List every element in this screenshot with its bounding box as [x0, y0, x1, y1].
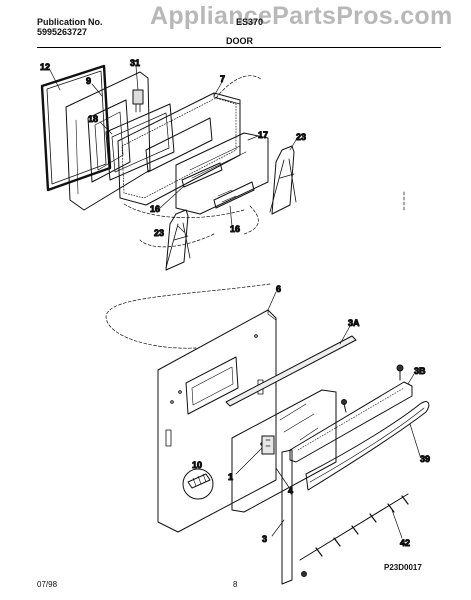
glass-shield	[175, 132, 269, 215]
callout-16-left: 16	[150, 204, 160, 214]
model-number: ES370	[236, 17, 264, 27]
callout-1: 1	[228, 472, 233, 482]
callout-31: 31	[130, 58, 140, 68]
callout-18: 18	[88, 114, 98, 124]
door-hinge-left	[165, 209, 191, 271]
door-gasket	[40, 64, 112, 192]
door-hinge-right	[269, 145, 297, 215]
header-rule	[37, 47, 441, 48]
section-title: DOOR	[226, 36, 253, 46]
callout-3: 3	[262, 534, 267, 544]
door-glass	[231, 389, 337, 513]
callout-42: 42	[400, 538, 410, 548]
glass-channel-upper	[181, 162, 223, 188]
callout-17: 17	[258, 130, 268, 140]
door-clip	[132, 89, 144, 113]
callout-39: 39	[420, 454, 430, 464]
screw-small	[396, 364, 404, 381]
screw-side	[341, 399, 347, 413]
leader-lines	[49, 65, 421, 539]
watermark: AppliancePartsPros.com	[150, 2, 453, 30]
callout-9: 9	[86, 76, 91, 86]
callout-4: 4	[288, 486, 293, 496]
assembly-guide-lines	[105, 75, 405, 349]
side-trim-strip	[281, 449, 293, 585]
callout-3B: 3B	[414, 366, 426, 376]
handle-trim	[289, 381, 413, 463]
callout-16-right: 16	[230, 224, 240, 234]
page-number: 8	[233, 580, 238, 589]
footer-date: 07/98	[37, 580, 58, 589]
callout-23-upper: 23	[296, 132, 306, 142]
callout-3A: 3A	[348, 318, 360, 328]
glass-channel-lower	[213, 181, 255, 209]
screw-detail	[182, 468, 214, 500]
callout-12: 12	[40, 62, 50, 72]
door-bracket	[261, 435, 275, 455]
publication-label: Publication No.	[37, 17, 103, 27]
window-pack	[105, 103, 175, 181]
callout-23-lower: 23	[154, 228, 164, 238]
hinge-screw-rail	[299, 493, 409, 561]
callout-6: 6	[276, 284, 281, 294]
door-handle	[305, 401, 430, 491]
outer-door-panel-lower	[157, 309, 277, 533]
trim-strip-top	[225, 335, 357, 407]
publication-number: 5995263727	[37, 27, 88, 37]
inner-door-liner	[65, 71, 151, 211]
drawing-id: P23D0017	[384, 563, 422, 572]
callout-7: 7	[220, 74, 225, 84]
screw-bottom	[301, 571, 307, 577]
callout-10: 10	[192, 460, 202, 470]
